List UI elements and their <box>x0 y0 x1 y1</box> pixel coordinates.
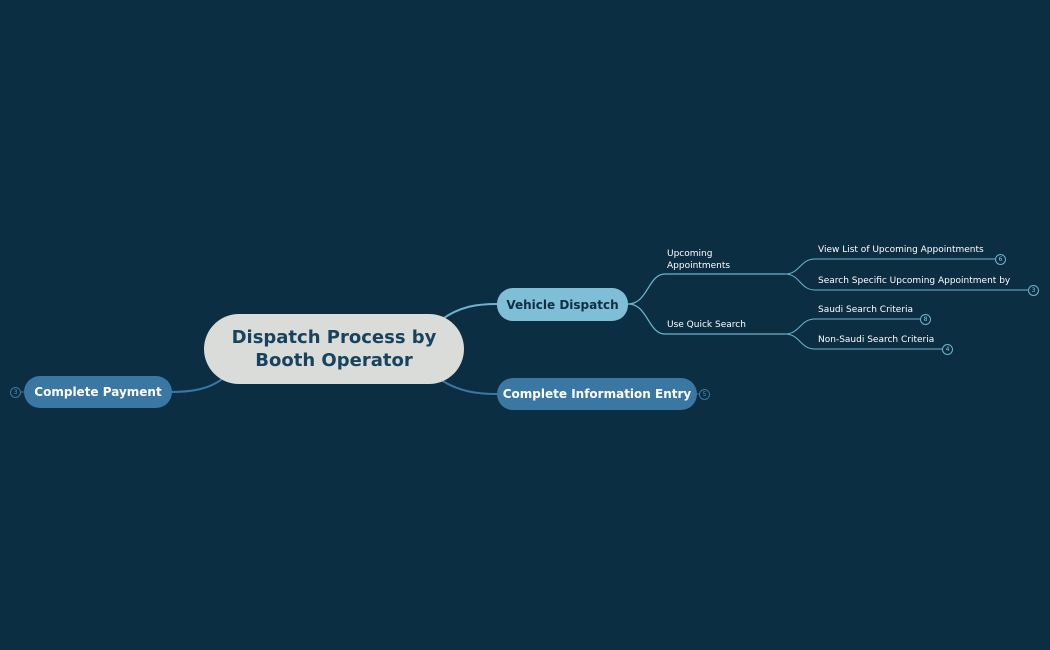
connector-central-info-entry <box>440 379 498 395</box>
collapsed-count-badge-payment[interactable]: 3 <box>10 387 21 398</box>
collapsed-count-badge-view-list[interactable]: 6 <box>995 254 1006 265</box>
connector-upcoming-view-list <box>784 258 995 275</box>
connector-upcoming-search-specific <box>784 273 1028 291</box>
branch-complete-information-entry-label: Complete Information Entry <box>502 387 692 401</box>
topic-view-list-upcoming-appointments[interactable]: View List of Upcoming Appointments <box>818 245 984 255</box>
topic-search-specific-upcoming-appointment[interactable]: Search Specific Upcoming Appointment by <box>818 276 1011 286</box>
collapsed-count-badge-information-entry[interactable]: 5 <box>699 389 710 400</box>
collapsed-count-badge-non-saudi[interactable]: 4 <box>942 344 953 355</box>
connector-central-payment <box>169 375 227 393</box>
topic-saudi-search-criteria[interactable]: Saudi Search Criteria <box>818 305 914 315</box>
topic-non-saudi-search-criteria[interactable]: Non-Saudi Search Criteria <box>818 335 935 345</box>
connector-quicksearch-non-saudi <box>784 333 942 350</box>
subtopic-use-quick-search[interactable]: Use Quick Search <box>667 320 746 330</box>
connector-vehicle-upcoming <box>627 273 785 305</box>
connector-central-vehicle <box>440 303 498 321</box>
branch-complete-payment[interactable]: Complete Payment <box>24 376 172 408</box>
branch-vehicle-dispatch-label: Vehicle Dispatch <box>506 297 619 312</box>
collapsed-count-badge-saudi[interactable]: 8 <box>920 314 931 325</box>
central-topic-label: Dispatch Process by Booth Operator <box>231 327 437 371</box>
branch-vehicle-dispatch[interactable]: Vehicle Dispatch <box>497 288 628 321</box>
branch-complete-payment-label: Complete Payment <box>34 385 162 399</box>
collapsed-count-badge-search-specific[interactable]: 3 <box>1028 285 1039 296</box>
central-topic[interactable]: Dispatch Process by Booth Operator <box>204 314 464 384</box>
connector-vehicle-quicksearch <box>627 303 785 335</box>
subtopic-upcoming-appointments[interactable]: Upcoming Appointments <box>667 249 731 271</box>
connector-quicksearch-saudi <box>784 318 920 335</box>
branch-complete-information-entry[interactable]: Complete Information Entry <box>497 378 697 410</box>
